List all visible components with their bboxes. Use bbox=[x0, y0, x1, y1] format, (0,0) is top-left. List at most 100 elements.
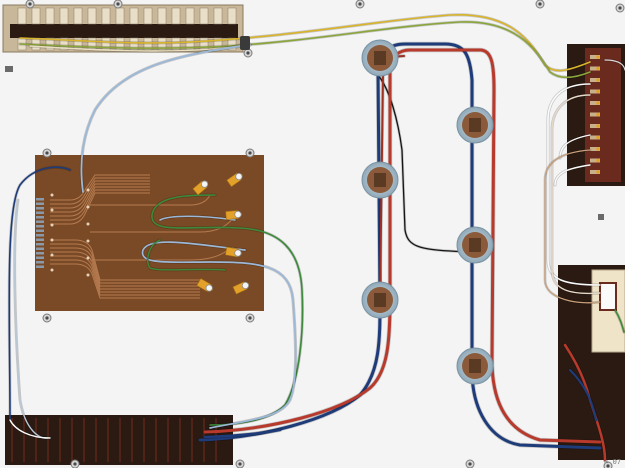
pcb-via bbox=[86, 256, 90, 260]
pcb-trace bbox=[50, 174, 150, 201]
terminal-pin bbox=[590, 158, 600, 163]
solder-lug-icon bbox=[232, 281, 250, 295]
lug-eye bbox=[235, 172, 243, 181]
screw-icon bbox=[603, 461, 613, 468]
white-wire bbox=[554, 164, 591, 186]
terminal-pin bbox=[199, 7, 209, 25]
edge-pad bbox=[36, 238, 44, 241]
white-wire bbox=[547, 83, 601, 286]
solder-lug-icon bbox=[196, 278, 214, 292]
right-terminal-block bbox=[567, 44, 625, 186]
edge-pad bbox=[36, 252, 44, 255]
green-wire bbox=[19, 21, 591, 79]
pcb-trace bbox=[50, 247, 200, 287]
bottom-terminal-strip bbox=[5, 415, 233, 465]
screw-icon bbox=[25, 0, 35, 9]
terminal-pin bbox=[590, 89, 600, 94]
terminal-pin-solder bbox=[596, 124, 600, 128]
edge-pad bbox=[36, 225, 44, 228]
terminal-pin-solder bbox=[596, 78, 600, 82]
terminal-pin bbox=[87, 7, 97, 25]
edge-pad bbox=[36, 234, 44, 237]
terminal-pin-solder bbox=[596, 135, 600, 140]
terminal-pin bbox=[143, 7, 153, 25]
screw-icon bbox=[535, 0, 545, 9]
lug-eye bbox=[234, 210, 242, 219]
white-wire bbox=[551, 94, 601, 295]
pcb-trace bbox=[50, 186, 150, 217]
terminal-pin bbox=[31, 7, 41, 25]
pcb-trace bbox=[50, 251, 200, 290]
pcb-via bbox=[86, 205, 90, 209]
screw-center bbox=[606, 464, 610, 468]
pcb-trace bbox=[50, 183, 150, 213]
screw-center bbox=[73, 462, 77, 466]
screw-center bbox=[468, 462, 472, 466]
pcb-via bbox=[86, 188, 90, 192]
terminal-pin bbox=[73, 37, 83, 51]
pcb-trace bbox=[50, 180, 150, 209]
pcb-trace bbox=[50, 263, 200, 299]
terminal-pin bbox=[227, 37, 237, 51]
terminal-pin bbox=[590, 55, 600, 59]
right-block-pins bbox=[590, 55, 600, 174]
gray-wire bbox=[13, 199, 49, 439]
pcb-via bbox=[86, 222, 90, 226]
terminal-pin bbox=[45, 7, 55, 25]
edge-pad bbox=[36, 202, 44, 205]
pcb-via bbox=[50, 238, 54, 242]
grommet-icon bbox=[456, 106, 494, 144]
grommet-insert bbox=[374, 293, 386, 307]
terminal-pin bbox=[59, 37, 69, 51]
pcb-via bbox=[86, 273, 90, 277]
terminal-pin bbox=[143, 37, 153, 51]
pcb-traces bbox=[50, 174, 236, 299]
pcb-via bbox=[50, 268, 54, 272]
blue-wire bbox=[568, 368, 598, 422]
screw-center bbox=[618, 6, 622, 10]
terminal-pin bbox=[73, 7, 83, 25]
terminal-pin bbox=[590, 66, 600, 71]
screw-icon bbox=[42, 148, 52, 158]
circuit-board bbox=[35, 155, 264, 311]
grommet-insert bbox=[374, 51, 386, 65]
pcb-trace bbox=[50, 243, 200, 284]
grommet-icon bbox=[361, 161, 399, 199]
green-wire bbox=[614, 309, 625, 333]
terminal-pin bbox=[227, 7, 237, 25]
screw-center bbox=[248, 316, 252, 320]
edge-pad bbox=[36, 243, 44, 246]
edge-pad bbox=[36, 229, 44, 232]
pcb-via bbox=[50, 208, 54, 212]
terminal-pin-solder bbox=[596, 89, 600, 94]
lug-eye bbox=[205, 284, 213, 292]
edge-pad bbox=[36, 198, 44, 201]
edge-pad bbox=[36, 220, 44, 223]
grommet-icon bbox=[456, 226, 494, 264]
edge-pad bbox=[36, 265, 44, 268]
grommet-icon bbox=[456, 347, 494, 385]
green-wire bbox=[151, 194, 304, 426]
screw-center bbox=[45, 151, 49, 155]
navy-wire bbox=[8, 166, 71, 421]
black-wire bbox=[377, 74, 471, 253]
screw-icon bbox=[245, 148, 255, 158]
white-wire bbox=[9, 419, 51, 439]
edge-pad bbox=[36, 216, 44, 219]
screw-icon bbox=[615, 3, 625, 13]
pcb-trace bbox=[90, 249, 229, 261]
terminal-pin-solder bbox=[596, 55, 600, 59]
terminal-pin-solder bbox=[596, 66, 600, 71]
bottom-right-housing bbox=[558, 265, 625, 460]
edge-pad bbox=[36, 247, 44, 250]
screw-center bbox=[538, 2, 542, 6]
lightblue-wire bbox=[141, 241, 297, 429]
pcb-trace bbox=[50, 192, 150, 225]
pcb-edge-connector bbox=[36, 198, 44, 268]
corner-label: ∞ 07 bbox=[604, 458, 621, 466]
pcb-trace bbox=[50, 189, 150, 221]
pcb-trace bbox=[50, 259, 200, 296]
lightblue-wire bbox=[80, 44, 251, 193]
green-wire bbox=[147, 239, 226, 271]
